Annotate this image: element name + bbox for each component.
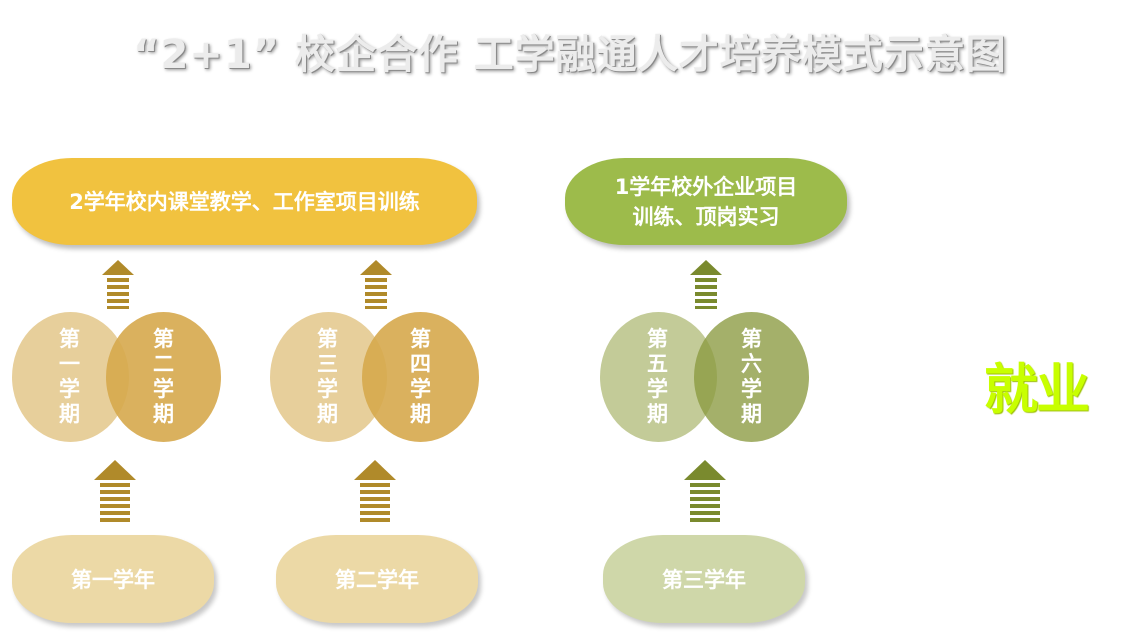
semester-1-label: 第一学期 [59, 327, 80, 426]
up-arrow-icon [360, 260, 392, 309]
enterprise-training-label: 1学年校外企业项目训练、顶岗实习 [614, 174, 798, 229]
up-arrow-icon [690, 260, 722, 309]
up-arrow-icon [94, 460, 136, 522]
semester-5-label: 第五学期 [647, 327, 668, 426]
year-3-block: 第三学年 [603, 535, 805, 623]
campus-training-block: 2学年校内课堂教学、工作室项目训练 [12, 158, 477, 245]
campus-training-label: 2学年校内课堂教学、工作室项目训练 [69, 189, 420, 214]
employment-outcome: 就业 [984, 358, 1090, 421]
up-arrow-icon [102, 260, 134, 309]
year-2-block: 第二学年 [276, 535, 478, 623]
year-1-block: 第一学年 [12, 535, 214, 623]
semester-4-circle: 第四学期 [362, 312, 479, 442]
semester-3-label: 第三学期 [317, 327, 338, 426]
up-arrow-icon [354, 460, 396, 522]
year-2-label: 第二学年 [335, 568, 419, 592]
semester-2-circle: 第二学期 [106, 312, 221, 442]
semester-4-label: 第四学期 [410, 327, 431, 426]
year-1-label: 第一学年 [71, 568, 155, 592]
semester-6-label: 第六学期 [741, 327, 762, 426]
semester-2-label: 第二学期 [153, 327, 174, 426]
semester-6-circle: 第六学期 [694, 312, 809, 442]
diagram-title: “2+1” 校企合作 工学融通人才培养模式示意图 [133, 32, 1007, 78]
year-3-label: 第三学年 [662, 568, 746, 592]
up-arrow-icon [684, 460, 726, 522]
enterprise-training-block: 1学年校外企业项目训练、顶岗实习 [565, 158, 847, 245]
